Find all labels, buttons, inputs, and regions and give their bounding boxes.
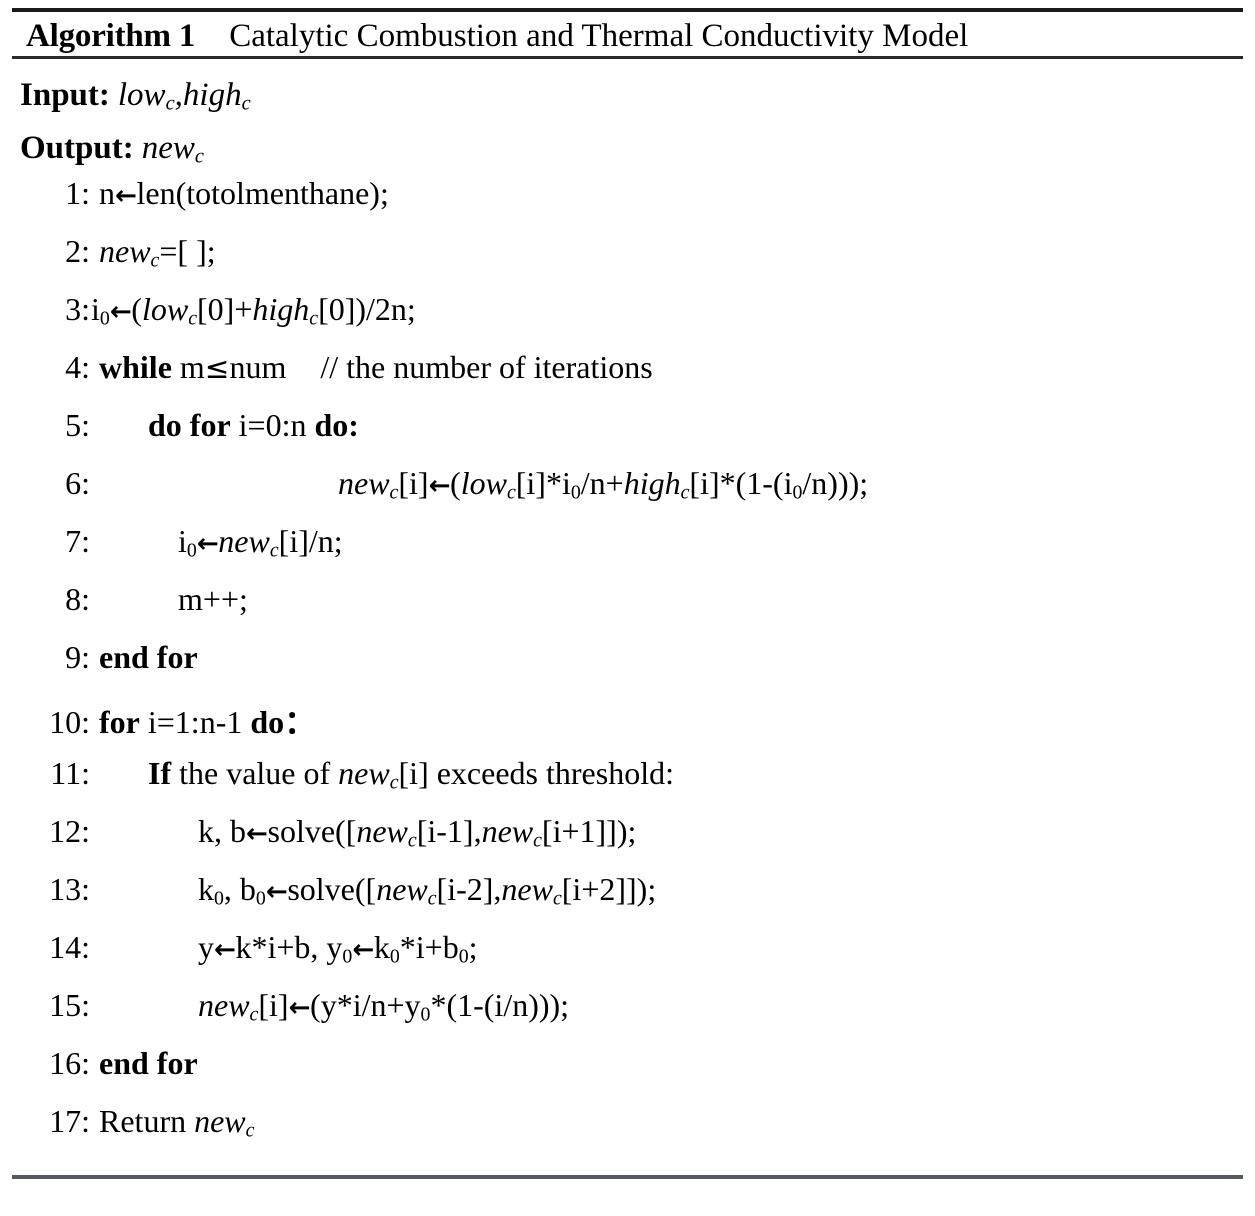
line-text: i0←newc[i]/n; [178, 523, 343, 562]
code-line: 17: Return newc [12, 1103, 1243, 1161]
line-text: k, b←solve([newc[i-1],newc[i+1]]); [198, 813, 637, 852]
line-text: end for [99, 1045, 198, 1081]
line-text: k0, b0←solve([newc[i-2],newc[i+2]]); [198, 871, 657, 910]
code-line: 10: for i=1:n-1 do： [12, 697, 1243, 755]
line-text: end for [99, 639, 198, 675]
code-line: 8: m++; [12, 581, 1243, 639]
line-number: 7: [65, 523, 90, 559]
code-line: 13: k0, b0←solve([newc[i-2],newc[i+2]]); [12, 871, 1243, 929]
output-line: Output:newc [12, 122, 1243, 175]
line-number: 5: [65, 407, 90, 443]
code-line: 6: newc[i]←(lowc[i]*i0/n+highc[i]*(1-(i0… [12, 465, 1243, 523]
code-line: 12: k, b←solve([newc[i-1],newc[i+1]]); [12, 813, 1243, 871]
line-text: newc[i]←(y*i/n+y0*(1-(i/n))); [198, 987, 570, 1026]
line-number: 6: [65, 465, 90, 501]
code-line: 1: n←len(totolmenthane); [12, 175, 1243, 233]
header-separator-rule [12, 56, 1243, 59]
line-text: Return newc [99, 1103, 255, 1142]
line-text: n←len(totolmenthane); [99, 175, 389, 211]
line-text: do for i=0:n do: [148, 407, 359, 443]
line-number: 17: [49, 1103, 90, 1139]
line-text: newc=[ ]; [99, 233, 216, 272]
line-number: 9: [65, 639, 90, 675]
input-label: Input: [20, 77, 110, 113]
input-line: Input:lowc,highc [12, 69, 1243, 122]
line-number: 16: [49, 1045, 90, 1081]
line-text: i0←(lowc[0]+highc[0])/2n; [91, 291, 416, 330]
line-number: 11: [50, 755, 90, 791]
code-line: 7: i0←newc[i]/n; [12, 523, 1243, 581]
algorithm-header: Algorithm 1 Catalytic Combustion and The… [12, 12, 1243, 56]
algorithm-label: Algorithm 1 [26, 18, 196, 54]
code-line: 11: If the value of newc[i] exceeds thre… [12, 755, 1243, 813]
code-line: 16: end for [12, 1045, 1243, 1103]
code-line: 3: i0←(lowc[0]+highc[0])/2n; [12, 291, 1243, 349]
code-line: 2: newc=[ ]; [12, 233, 1243, 291]
line-text: newc[i]←(lowc[i]*i0/n+highc[i]*(1-(i0/n)… [338, 465, 869, 504]
line-number: 10: [49, 704, 90, 740]
line-number: 4: [65, 349, 90, 385]
code-line: 5: do for i=0:n do: [12, 407, 1243, 465]
line-number: 1: [65, 175, 90, 211]
line-number: 15: [49, 987, 90, 1023]
output-label: Output: [20, 130, 134, 166]
line-number: 8: [65, 581, 90, 617]
top-rule [12, 8, 1243, 12]
input-value: lowc,highc [117, 77, 251, 115]
line-text: If the value of newc[i] exceeds threshol… [148, 755, 674, 794]
algorithm-body: Input:lowc,highc Output:newc 1: n←len(to… [12, 59, 1243, 1175]
code-line: 14: y←k*i+b, y0←k0*i+b0; [12, 929, 1243, 987]
algorithm-title: Catalytic Combustion and Thermal Conduct… [229, 18, 969, 54]
code-line: 4: while m≤num// the number of iteration… [12, 349, 1243, 407]
line-number: 12: [49, 813, 90, 849]
line-text: y←k*i+b, y0←k0*i+b0; [198, 929, 478, 968]
code-line: 15: newc[i]←(y*i/n+y0*(1-(i/n))); [12, 987, 1243, 1045]
line-number: 14: [49, 929, 90, 965]
line-text: m++; [178, 581, 248, 617]
line-text: while m≤num// the number of iterations [99, 349, 653, 385]
bottom-rule [12, 1175, 1243, 1179]
line-text: for i=1:n-1 do： [99, 704, 317, 740]
code-line: 9: end for [12, 639, 1243, 697]
line-number: 3: [65, 291, 90, 327]
output-value: newc [141, 130, 204, 168]
line-number: 2: [65, 233, 90, 269]
algorithm-block: Algorithm 1 Catalytic Combustion and The… [12, 8, 1243, 1179]
line-number: 13: [49, 871, 90, 907]
